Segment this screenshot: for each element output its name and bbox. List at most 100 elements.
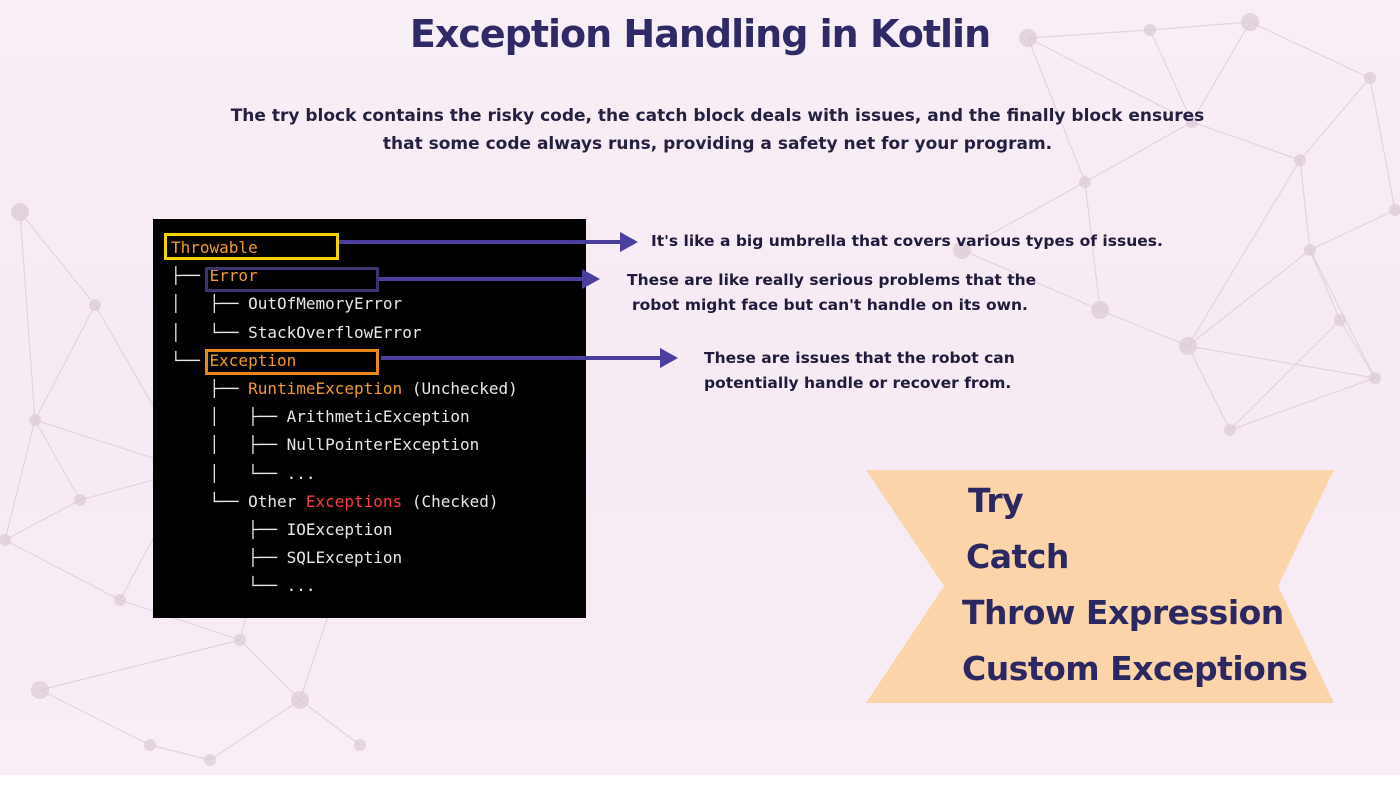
network-edge	[1229, 377, 1376, 431]
tree-connector: ├──	[171, 520, 287, 539]
banner-item-throw-expression: Throw Expression	[962, 593, 1284, 632]
network-node	[234, 634, 246, 646]
network-edge	[39, 689, 151, 746]
network-node	[1294, 154, 1306, 166]
tree-connector: │ ├──	[171, 294, 249, 314]
tree-connector: ├──	[171, 266, 210, 286]
error-arrow	[379, 269, 600, 289]
network-edge	[239, 639, 301, 701]
network-node	[1224, 424, 1236, 436]
network-edge	[1149, 29, 1193, 123]
network-node	[11, 203, 29, 221]
network-node	[354, 739, 366, 751]
class-name: Error	[209, 266, 258, 286]
network-node	[1091, 301, 1109, 319]
network-edge	[209, 699, 301, 761]
hierarchy-line: Throwable	[171, 238, 258, 258]
network-edge	[1309, 249, 1341, 321]
throwable-annotation: It's like a big umbrella that covers var…	[651, 232, 1163, 250]
network-edge	[1084, 121, 1193, 183]
network-node	[1364, 72, 1376, 84]
network-node	[1389, 204, 1400, 216]
hierarchy-line: └── Other Exceptions (Checked)	[171, 492, 499, 512]
class-name: OutOfMemoryError	[248, 294, 403, 314]
network-edge	[1309, 209, 1396, 251]
network-node	[1241, 13, 1259, 31]
network-edge	[4, 419, 36, 541]
network-edge	[299, 699, 361, 746]
throwable-arrow	[339, 232, 638, 252]
error-highlight-box	[205, 267, 379, 292]
topics-banner	[866, 470, 1334, 703]
network-node	[31, 681, 49, 699]
network-edge	[299, 609, 331, 701]
class-name: ...	[286, 576, 316, 596]
network-node	[1079, 176, 1091, 188]
network-edge	[1187, 345, 1376, 379]
network-edge	[4, 539, 121, 601]
network-edge	[1191, 121, 1301, 161]
exception-annotation-line-1: These are issues that the robot can	[704, 349, 1015, 367]
network-edge	[1369, 77, 1396, 211]
network-edge	[1229, 319, 1341, 431]
network-edge	[1249, 21, 1371, 79]
network-edge	[961, 181, 1086, 251]
class-name: Exception	[209, 350, 297, 370]
network-edge	[149, 744, 211, 761]
hierarchy-line: │ └── ...	[171, 464, 316, 484]
exception-highlight-box	[205, 349, 379, 375]
network-edge	[961, 249, 1101, 311]
network-edge	[1187, 159, 1301, 347]
class-name: Exceptions	[305, 491, 403, 511]
network-edge	[1187, 345, 1231, 431]
banner-shape	[866, 470, 1334, 703]
network-edge	[1309, 249, 1376, 379]
hierarchy-line: └── ...	[171, 576, 316, 596]
network-node	[953, 241, 971, 259]
network-edge	[1099, 309, 1189, 347]
tree-connector: ├──	[171, 379, 249, 398]
banner-item-custom-exceptions: Custom Exceptions	[962, 649, 1308, 688]
tree-connector: └──	[171, 491, 249, 511]
network-node	[291, 691, 309, 709]
network-edge	[34, 419, 81, 501]
tree-connector: ├──	[171, 548, 287, 568]
throwable-highlight-box	[164, 233, 339, 260]
hierarchy-line: │ ├── ArithmeticException	[171, 407, 470, 427]
class-name: Throwable	[171, 238, 258, 257]
hierarchy-line: │ ├── NullPointerException	[171, 435, 480, 455]
class-name: (Checked)	[402, 491, 499, 511]
network-node	[0, 534, 11, 546]
network-edge	[39, 639, 241, 691]
network-edge	[1299, 77, 1371, 161]
network-edge	[1027, 37, 1086, 183]
class-name: SQLException	[286, 548, 403, 568]
exception-arrow	[381, 348, 678, 368]
hierarchy-line: ├── RuntimeException (Unchecked)	[171, 379, 518, 399]
exception-hierarchy-panel: Throwable ├── Error │ ├── OutOfMemoryError…	[153, 219, 586, 618]
network-edge	[19, 211, 36, 421]
hierarchy-line: ├── IOException	[171, 520, 393, 540]
network-edge	[1027, 29, 1151, 39]
tree-connector: │ ├──	[171, 435, 287, 455]
network-node	[1144, 24, 1156, 36]
network-edge	[1299, 159, 1311, 251]
exception-annotation-line-2: potentially handle or recover from.	[704, 374, 1012, 392]
network-node	[74, 494, 86, 506]
class-name: RuntimeException	[248, 379, 403, 398]
network-edge	[19, 211, 96, 306]
error-annotation-line-1: These are like really serious problems t…	[627, 271, 1037, 289]
class-name: ...	[286, 463, 316, 483]
network-edge	[1027, 37, 1193, 123]
network-node	[144, 739, 156, 751]
network-edge	[4, 499, 81, 541]
class-name: ArithmeticException	[286, 407, 470, 427]
class-name: IOException	[286, 520, 393, 539]
error-annotation-line-2: robot might face but can't handle on its…	[632, 296, 1028, 314]
network-node	[1334, 314, 1346, 326]
class-name: (Unchecked)	[402, 379, 518, 398]
network-node	[1179, 337, 1197, 355]
class-name: NullPointerException	[286, 435, 480, 455]
class-name: StackOverflowError	[248, 322, 422, 342]
